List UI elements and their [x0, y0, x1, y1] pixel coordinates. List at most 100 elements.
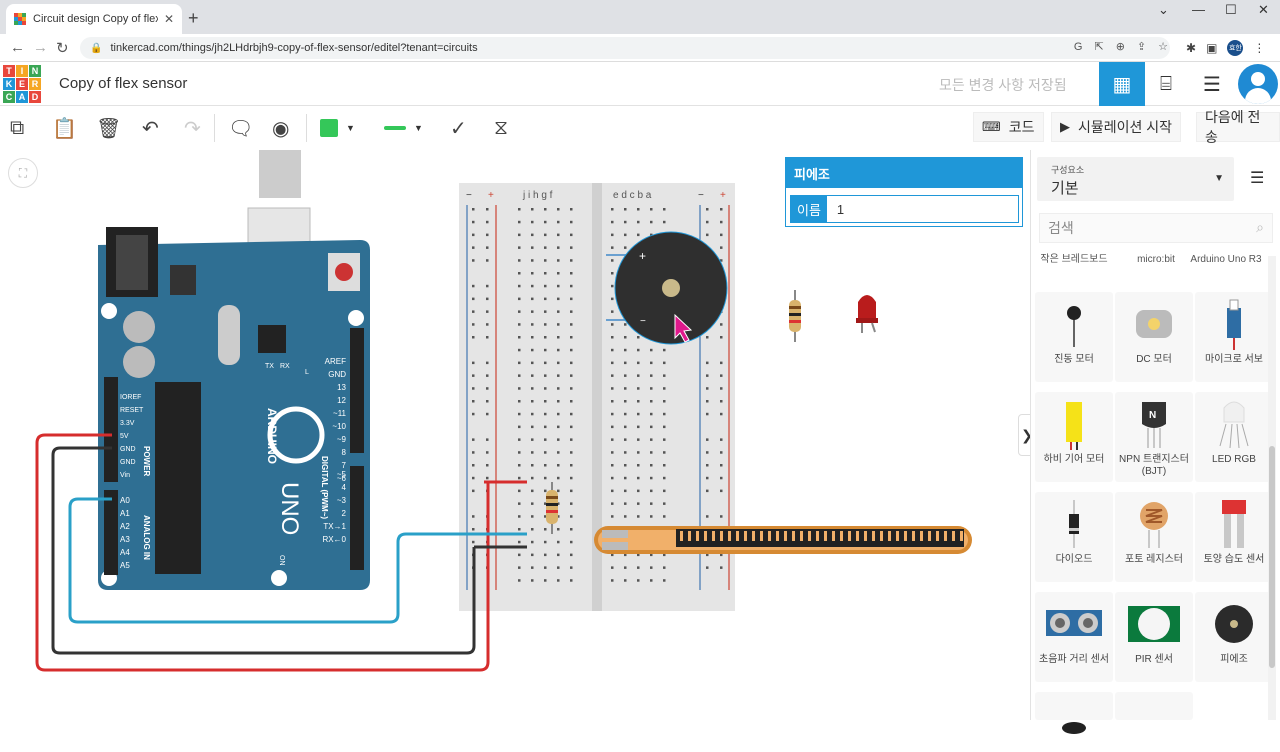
breadboard-hole: [544, 208, 547, 211]
profile-avatar[interactable]: 효한: [1227, 40, 1244, 56]
tab-close-icon[interactable]: ✕: [163, 12, 174, 26]
breadboard-hole: [706, 374, 709, 377]
component-ultrasonic-sensor[interactable]: 초음파 거리 센서: [1035, 592, 1113, 682]
name-field[interactable]: 이름 1: [790, 195, 1019, 223]
breadboard-hole: [570, 515, 573, 518]
breadboard-hole: [557, 259, 560, 262]
undo-icon[interactable]: ↶: [142, 117, 159, 140]
user-avatar[interactable]: [1238, 64, 1278, 104]
breadboard-hole: [624, 489, 627, 493]
extensions-icon[interactable]: ✱: [1186, 41, 1197, 55]
redo-icon[interactable]: ↷: [184, 117, 201, 140]
circuit-view-button[interactable]: ▦: [1099, 62, 1145, 106]
power-pin-label: 5V: [120, 433, 129, 440]
wire-type-picker[interactable]: ▼: [384, 114, 423, 142]
project-title[interactable]: Copy of flex sensor: [59, 75, 188, 92]
resistor-loose: [789, 290, 801, 342]
flex-sensor-segment: [816, 531, 819, 541]
breadboard-hole: [486, 259, 489, 262]
flex-sensor[interactable]: [594, 526, 972, 554]
component-label: 마이크로 서보: [1205, 354, 1263, 365]
forward-icon[interactable]: →: [33, 39, 48, 56]
name-field-value[interactable]: 1: [836, 201, 845, 217]
breadboard-hole: [486, 284, 489, 288]
power-pin-label: Vin: [120, 472, 130, 479]
visibility-icon[interactable]: ◉: [272, 117, 290, 140]
piezo-buzzer[interactable]: + −: [606, 231, 728, 345]
breadboard-hole: [706, 361, 709, 365]
notes-icon[interactable]: 🗨: [228, 117, 254, 140]
zoom-to-fit-button[interactable]: ⛶: [8, 158, 38, 188]
breadboard-hole: [650, 438, 653, 441]
maximize-icon[interactable]: ☐: [1225, 2, 1237, 17]
arduino-uno[interactable]: ARDUINO UNO POWER ANALOG IN DIGITAL (PWM…: [98, 227, 370, 590]
circuit-drawing[interactable]: ARDUINO UNO POWER ANALOG IN DIGITAL (PWM…: [0, 150, 1030, 720]
analog-pin-label: A0: [120, 496, 130, 505]
send-to-button[interactable]: 다음에 전송: [1196, 109, 1280, 145]
list-view-icon[interactable]: ☰: [1250, 170, 1265, 187]
breadboard-hole: [518, 310, 521, 313]
delete-icon[interactable]: 🗑: [96, 117, 122, 140]
breadboard-hole: [611, 451, 614, 454]
component-piezo[interactable]: 피에조: [1195, 592, 1273, 682]
breadboard-hole: [472, 412, 475, 416]
breadboard-hole: [611, 476, 614, 480]
sidepanel-icon[interactable]: ▣: [1206, 41, 1218, 55]
breadboard-hole: [557, 361, 560, 365]
chevron-right-icon: ❯: [1021, 426, 1033, 443]
breadboard-hole: [472, 438, 475, 441]
code-button[interactable]: ⌨코드: [973, 112, 1044, 142]
url-action-icons[interactable]: G⇱⊕⇪☆: [1073, 41, 1180, 53]
breadboard-hole: [663, 361, 666, 365]
component-soil-moisture-sensor[interactable]: 토양 습도 센서: [1195, 492, 1273, 582]
breadboard-hole: [544, 451, 547, 454]
breadboard-hole: [518, 489, 521, 493]
breadboard-hole: [650, 208, 653, 211]
tab-search-icon[interactable]: ⌄: [1158, 2, 1169, 17]
simulate-button[interactable]: ▶시뮬레이션 시작: [1051, 112, 1182, 142]
component-hobby-gearmotor[interactable]: 하비 기어 모터: [1035, 392, 1113, 482]
back-icon[interactable]: ←: [10, 39, 25, 56]
component-pir-sensor[interactable]: PIR 센서: [1115, 592, 1193, 682]
component-list-button[interactable]: ☰: [1189, 62, 1235, 106]
component-dc-motor[interactable]: DC 모터: [1115, 292, 1193, 382]
browser-menu-icon[interactable]: ⋮: [1253, 41, 1266, 55]
power-pin-label: RESET: [120, 407, 144, 414]
component-micro-servo[interactable]: 마이크로 서보: [1195, 292, 1273, 382]
url-field[interactable]: 🔒 tinkercad.com/things/jh2LHdrbjh9-copy-…: [80, 37, 1170, 59]
component-partial[interactable]: [1035, 692, 1113, 734]
browser-tab[interactable]: Circuit design Copy of flex sens ✕: [6, 4, 182, 34]
breadboard-hole: [544, 361, 547, 365]
breadboard-hole: [706, 438, 709, 441]
schematic-view-button[interactable]: ⌸: [1143, 62, 1189, 106]
component-led-rgb[interactable]: LED RGB: [1195, 392, 1273, 482]
panel-scrollbar-thumb[interactable]: [1269, 446, 1275, 668]
breadboard-hole: [611, 502, 614, 505]
digital-pin-label: 4: [342, 483, 347, 492]
breadboard-hole: [531, 374, 534, 377]
rotate-icon[interactable]: ✓: [450, 117, 467, 140]
component-npn-transistor[interactable]: N NPN 트랜지스터(BJT): [1115, 392, 1193, 482]
breadboard-hole: [557, 310, 560, 313]
wire-color-picker[interactable]: ▼: [320, 114, 355, 142]
component-photoresistor[interactable]: 포토 레지스터: [1115, 492, 1193, 582]
component-diode[interactable]: 다이오드: [1035, 492, 1113, 582]
reload-icon[interactable]: ↻: [56, 40, 69, 57]
search-input[interactable]: 검색 ⌕: [1039, 213, 1273, 243]
category-dropdown[interactable]: 구성요소 기본 ▼: [1037, 157, 1234, 201]
breadboard-hole: [570, 553, 573, 557]
breadboard-hole: [557, 348, 560, 352]
component-partial[interactable]: [1115, 692, 1193, 720]
wire-a0: [68, 497, 527, 624]
paste-icon[interactable]: 📋: [52, 117, 77, 140]
flip-icon[interactable]: ⧖: [494, 116, 509, 139]
breadboard-hole: [611, 425, 614, 429]
window-close-icon[interactable]: ✕: [1258, 2, 1269, 17]
new-tab-icon[interactable]: +: [188, 8, 199, 28]
minimize-icon[interactable]: —: [1192, 2, 1205, 17]
breadboard-hole: [706, 515, 709, 518]
copy-icon[interactable]: ⧉: [10, 116, 25, 139]
breadboard-hole: [611, 553, 614, 557]
component-vibration-motor[interactable]: 진동 모터: [1035, 292, 1113, 382]
